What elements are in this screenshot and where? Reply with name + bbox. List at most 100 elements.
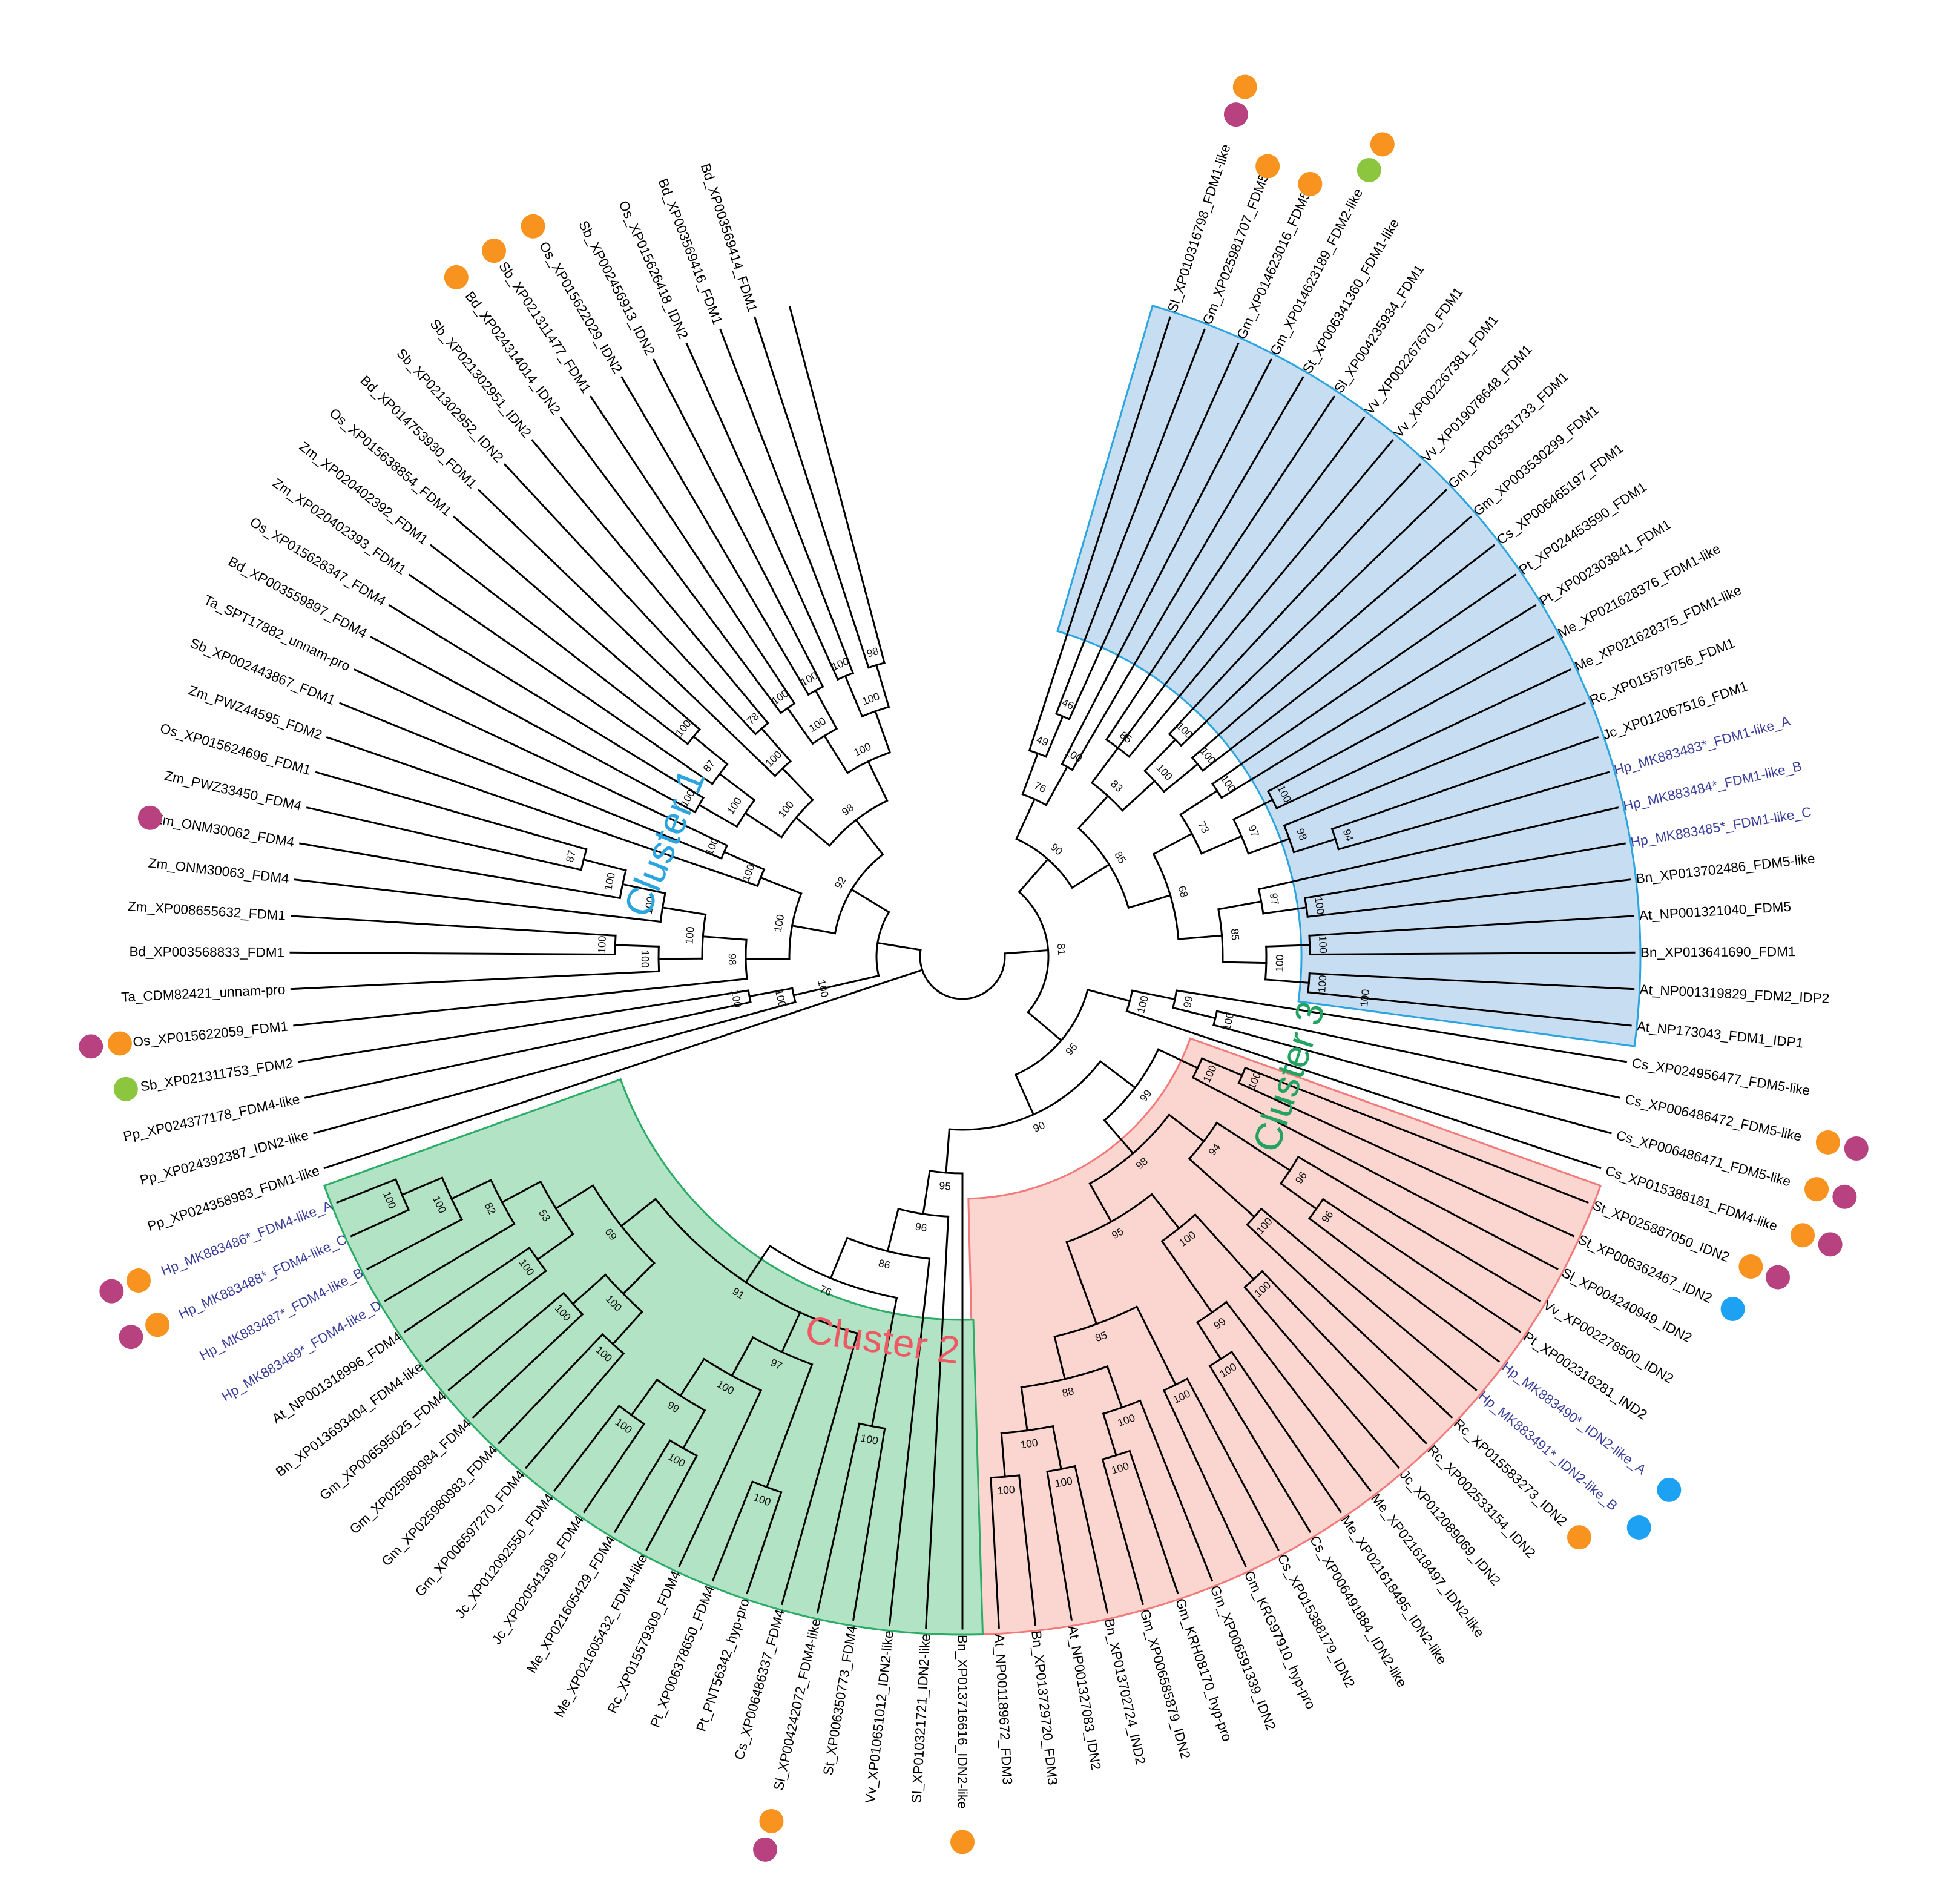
- branch: [1090, 747, 1120, 785]
- branch: [759, 876, 803, 895]
- bootstrap-value: 100: [852, 740, 873, 759]
- bootstrap-value: 99: [1137, 1087, 1154, 1104]
- branch: [559, 416, 783, 714]
- branch: [925, 1215, 950, 1629]
- annotation-dot-orange: [482, 239, 507, 263]
- branch: [620, 1198, 657, 1228]
- bootstrap-value: 100: [1174, 720, 1195, 741]
- branch: [1162, 763, 1199, 793]
- cluster-1-sector: [1056, 305, 1642, 1047]
- branch: [1308, 972, 1635, 990]
- branch: [744, 811, 783, 839]
- bootstrap-value: 90: [1031, 1119, 1047, 1135]
- leaf-label: Bd_XP003568833_FDM1: [130, 944, 285, 960]
- branch: [1261, 1270, 1427, 1445]
- leaf-label: Bn_XP013729720_FDM3: [1028, 1630, 1061, 1786]
- annotation-dot-magenta: [753, 1837, 778, 1862]
- branch: [430, 544, 689, 745]
- bootstrap-value: 73: [1195, 819, 1212, 836]
- leaf-label: Bn_XP013716616_IDN2-like: [955, 1635, 970, 1809]
- branch: [1194, 1213, 1255, 1281]
- cluster-sectors: [323, 305, 1642, 1636]
- branch: [1046, 1470, 1073, 1621]
- annotation-dot-orange: [1232, 74, 1257, 99]
- leaf-label: Os_XP015622029_IDN2: [536, 239, 625, 376]
- branch: [1262, 906, 1307, 915]
- branch: [1045, 765, 1069, 806]
- bootstrap-value: 100: [596, 935, 608, 954]
- annotation-dot-orange: [521, 214, 545, 239]
- leaf-label: Me_XP021628376_FDM1-like: [1555, 541, 1723, 641]
- branch: [816, 1422, 861, 1614]
- leaf-label: Me_XP021605432_FDM4-like: [551, 1552, 651, 1720]
- branch: [682, 1409, 706, 1450]
- branch: [1201, 544, 1495, 772]
- bootstrap-value: 100: [703, 836, 721, 857]
- branch: [1247, 837, 1291, 855]
- leaf-label: Zm_XP020402393_FDM1: [270, 475, 409, 578]
- branch: [1279, 1182, 1318, 1210]
- leaf-label: Sb_XP021311753_FDM2: [139, 1055, 294, 1095]
- branch: [590, 395, 796, 705]
- branch: [781, 1332, 859, 1606]
- branch: [718, 773, 756, 802]
- branch: [503, 463, 757, 736]
- branch: [1222, 961, 1268, 964]
- branch: [498, 1333, 604, 1445]
- branch: [792, 984, 838, 997]
- bootstrap-value: 100: [775, 799, 796, 820]
- branch: [1071, 376, 1304, 771]
- branch: [1128, 439, 1394, 758]
- branch: [719, 328, 855, 674]
- leaf-label: Hp_MK883488*_FDM4-like_C: [176, 1231, 349, 1322]
- leaf-label: Sb_XP021302952_IDN2: [393, 346, 506, 465]
- leaf-label: Zm_ONM30062_FDM4: [153, 811, 295, 850]
- branch: [1168, 1113, 1205, 1143]
- branch: [711, 1480, 754, 1582]
- branch: [1027, 1010, 1063, 1042]
- bootstrap-value: 100: [1315, 974, 1329, 993]
- branch: [1191, 515, 1472, 759]
- branch: [613, 1439, 671, 1533]
- annotation-dot-orange: [145, 1313, 170, 1337]
- branch: [786, 707, 814, 745]
- branch: [1018, 1474, 1037, 1626]
- tree-branches: [289, 306, 1636, 1630]
- branch: [1065, 1241, 1098, 1325]
- bootstrap-value: 100: [1154, 762, 1176, 783]
- branch: [447, 1291, 565, 1391]
- leaf-label: Vv_XP019078648_FDM1: [1419, 341, 1535, 465]
- annotation-dot-magenta: [1844, 1136, 1869, 1161]
- branch: [765, 1363, 814, 1489]
- annotation-dot-green: [113, 1076, 138, 1101]
- branch: [384, 1222, 516, 1302]
- branch: [1071, 863, 1111, 889]
- leaf-label: Bn_XP013702724_IND2: [1101, 1617, 1148, 1766]
- branch: [679, 1357, 706, 1397]
- leaf-label: Ta_CDM82421_unnam-pro: [121, 982, 286, 1005]
- branch: [1275, 668, 1571, 809]
- branch: [1188, 1157, 1256, 1218]
- branch: [1053, 1335, 1067, 1380]
- bootstrap-value: 100: [769, 687, 791, 707]
- leaf-label: Pt_XP024453590_FDM1: [1516, 479, 1649, 578]
- branch: [685, 342, 839, 681]
- annotation-dot-orange: [1791, 1223, 1815, 1248]
- bootstrap-value: 83: [1108, 777, 1125, 794]
- branch: [1131, 989, 1176, 1001]
- branch: [661, 906, 707, 916]
- leaf-label: Gm_XP003530299_FDM1: [1470, 403, 1602, 519]
- branch: [297, 989, 750, 1063]
- annotation-dot-magenta: [1832, 1184, 1857, 1209]
- bootstrap-value: 100: [1063, 746, 1084, 765]
- branch: [472, 1313, 584, 1419]
- annotation-dot-magenta: [1223, 102, 1248, 127]
- branch: [780, 1311, 801, 1354]
- branch: [781, 767, 814, 802]
- leaf-label: Os_XP015628347_FDM4: [248, 515, 389, 609]
- branch: [645, 1454, 698, 1551]
- bootstrap-value: 100: [1220, 1011, 1236, 1031]
- branch: [501, 1180, 542, 1204]
- branch: [313, 1001, 797, 1135]
- bootstrap-value: 100: [1312, 896, 1327, 915]
